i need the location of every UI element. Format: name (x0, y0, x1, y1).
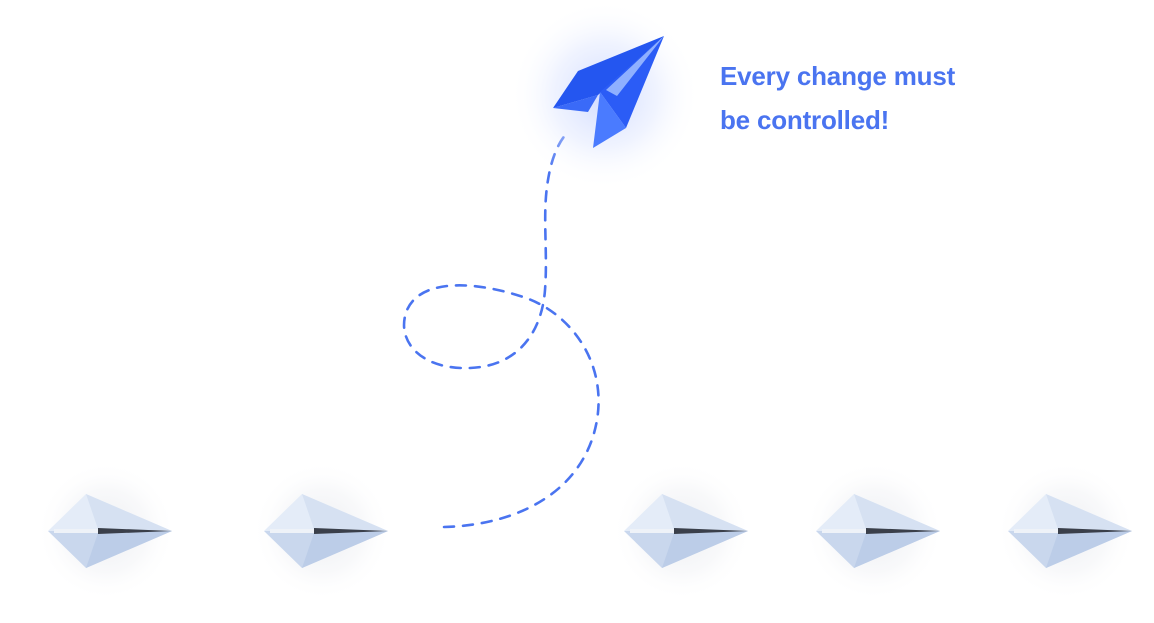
follower-plane-row (36, 461, 1136, 601)
follower-plane-icon (996, 461, 1136, 601)
headline: Every change must be controlled! (720, 54, 1020, 142)
follower-plane-icon (36, 461, 176, 601)
leader-plane-icon (553, 36, 664, 148)
follower-plane-icon (612, 461, 752, 601)
headline-line-2: be controlled! (720, 105, 890, 135)
follower-plane-icon (252, 461, 392, 601)
flight-trail (402, 130, 600, 529)
follower-plane-icon (804, 461, 944, 601)
headline-line-1: Every change must (720, 61, 956, 91)
